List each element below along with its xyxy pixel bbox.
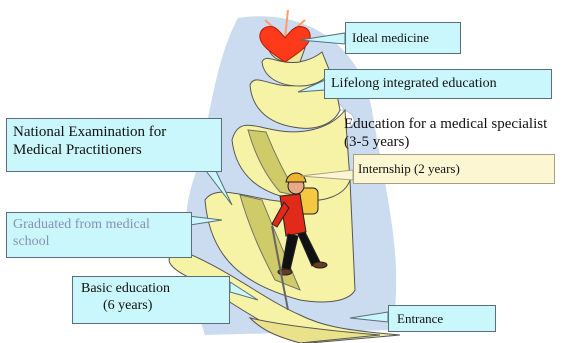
callout-ideal-medicine: Ideal medicine (345, 22, 461, 54)
entrance-label: Entrance (397, 311, 444, 326)
heart-icon (259, 9, 311, 63)
callout-lifelong-education: Lifelong integrated education (324, 69, 552, 99)
callout-graduated: Graduated from medical school (6, 212, 192, 258)
callout-medical-specialist: Education for a medical specialist (3-5 … (344, 115, 584, 155)
specialist-line-1: Education for a medical specialist (344, 116, 548, 132)
lifelong-education-label: Lifelong integrated education (331, 76, 497, 91)
national-exam-line-1: National Examination for (13, 124, 167, 140)
hiker-figure (271, 172, 328, 311)
callout-entrance: Entrance (388, 305, 496, 332)
callout-basic-education: Basic education (6 years) (72, 276, 230, 324)
basic-education-pointer (229, 281, 259, 301)
graduated-line-1: Graduated from medical (13, 217, 150, 232)
graduated-line-2: school (13, 233, 50, 249)
callout-national-examination: National Examination for Medical Practit… (6, 118, 222, 172)
specialist-line-2: (3-5 years) (344, 134, 410, 150)
internship-label: Internship (2 years) (358, 161, 460, 176)
basic-education-line-2: (6 years) (103, 297, 153, 313)
callout-internship: Internship (2 years) (353, 154, 555, 184)
national-exam-line-2: Medical Practitioners (13, 142, 142, 158)
basic-education-line-1: Basic education (81, 281, 171, 296)
ideal-medicine-label: Ideal medicine (352, 30, 429, 45)
